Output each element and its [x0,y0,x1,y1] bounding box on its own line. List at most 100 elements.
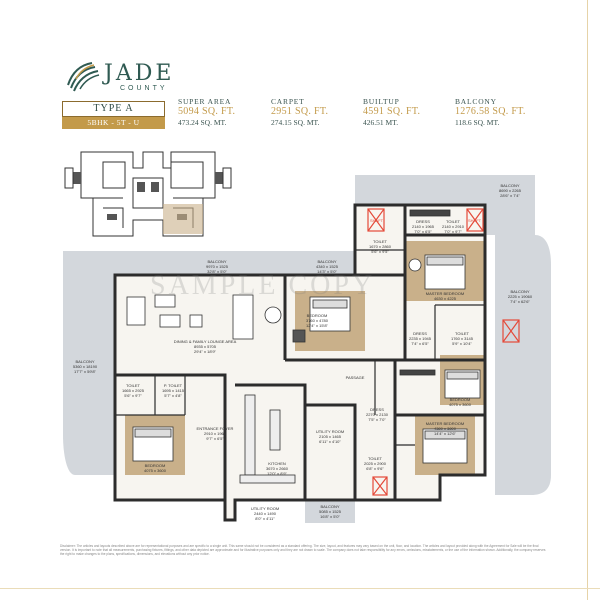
balcony-left-label: BALCONY [75,359,94,364]
balcony-right-label: BALCONY [510,289,529,294]
ptoilet-label: P. TOILET [164,383,183,388]
balcony-top-right-imp: 28'6" x 7'4" [500,193,520,198]
dining-dim: 8935 x 5705 [194,344,217,349]
kitchen-label: KITCHEN [268,461,286,466]
balcony-left-imp: 17'7" x 59'8" [74,369,97,374]
master-bed-top-label: MASTER BEDROOM [426,291,464,296]
balcony-right-imp: 7'4" x 62'6" [510,299,530,304]
dining-label: DINING & FAMILY LOUNGE AREA [174,339,237,344]
wall-utility [305,403,357,500]
ptoilet-imp: 5'7" x 4'8" [164,393,182,398]
toilet-top-dim: 1670 x 2860 [369,244,392,249]
bedroom-mid-label: BEDROOM [307,313,328,318]
foyer-imp: 9'7" x 6'5" [206,436,224,441]
balcony-bottom-label: BALCONY [320,504,339,509]
dress-right-dim: 2235 x 1945 [409,336,432,341]
dress-right-label: DRESS [413,331,427,336]
balcony-left-area [63,251,115,475]
toilet-left-dim: 1665 x 2925 [122,388,145,393]
passage-label: PASSAGE [346,375,365,380]
ptoilet-dim: 1695 x 1415 [162,388,185,393]
stat-sqmt: 473.24 SQ. MT. [178,118,227,127]
stat-builtup: BUILTUP 4591 SQ. FT. 426.51 MT. [363,97,420,128]
kitchen-furniture [239,394,296,484]
master-bed-bottom-dim: 4380 x 3800 [434,426,457,431]
leaf-logo-icon [67,62,100,92]
bedroom-right-dim: 4075 x 3600 [449,402,472,407]
master-bed-bottom-label: MASTER BEDROOM [426,421,464,426]
toilet-top-label: TOILET [373,239,387,244]
balcony-top-left-imp: 32'8" x 5'0" [207,269,227,274]
unit-configuration: 5BHK - 5T - U [62,117,165,129]
stat-sqft: 2951 SQ. FT. [271,106,329,117]
toilet-top2-dim: 2140 x 2910 [442,224,465,229]
bedroom-mid-dim: 3760 x 4780 [306,318,329,323]
floor-plan: SHAFT SHAFT BALCONY 5360 x 18190 17'7" x… [63,175,551,523]
dress-top-imp: 7'0" x 6'5" [414,229,432,234]
page-edge-line [587,0,588,600]
bedroom-mid-imp: 12'4" x 15'8" [306,323,329,328]
bedroom-left-dim: 4075 x 3600 [144,468,167,473]
master-bed-top-dim: 4630 x 4225 [434,296,457,301]
toilet-top2-imp: 7'0" x 9'7" [444,229,462,234]
wall-left-rooms [115,373,227,500]
toilet-right-imp: 5'9" x 10'4" [452,341,472,346]
stat-sqmt: 274.15 SQ. MT. [271,118,320,127]
key-plan [64,151,232,237]
toilet-top2-label: TOILET [446,219,460,224]
balcony-top-left-label: BALCONY [207,259,226,264]
lounge-furniture [126,294,282,340]
balcony-top-mid-imp: 14'3" x 5'0" [317,269,337,274]
foyer-label: ENTRANCE FOYER [197,426,234,431]
shaft-label: SHAFT [468,218,482,223]
stat-sqmt: 118.6 SQ. MT. [455,118,500,127]
toilet-right-label: TOILET [455,331,469,336]
utility2-label: UTILITY ROOM [251,506,279,511]
dining-imp: 29'4" x 18'9" [194,349,217,354]
toilet-bottom-dim: 2025 x 2900 [364,461,387,466]
stat-sqft: 5094 SQ. FT. [178,106,236,117]
master-bed-bottom-furniture [422,428,468,464]
shaft-label: SHAFT [370,218,384,223]
dress-bottom-dim: 2270 x 2130 [366,412,389,417]
kitchen-dim: 3670 x 2660 [266,466,289,471]
balcony-top-mid-dim: 4340 x 1525 [316,264,339,269]
stat-label: BUILTUP [363,97,400,106]
toilet-bottom-imp: 6'8" x 9'6" [366,466,384,471]
master-bed-bottom-imp: 14'4" x 12'6" [434,431,457,436]
disclaimer-text: Disclaimer: The articles and layouts des… [60,544,546,557]
master-bed-top-furniture [408,209,466,290]
brand-name: JADE [104,61,175,86]
utility1-dim: 2105 x 1465 [319,434,342,439]
balcony-top-right-label: BALCONY [500,183,519,188]
toilet-right-dim: 1760 x 3145 [451,336,474,341]
bedroom-mid-furniture [292,296,351,343]
utility1-label: UTILITY ROOM [316,429,344,434]
balcony-right-area [495,235,551,495]
brand-subtitle: COUNTY [120,85,168,92]
balcony-left-dim: 5360 x 18190 [73,364,98,369]
jade-county-logo: JADE COUNTY [62,55,182,95]
stat-label: BALCONY [455,97,497,106]
sample-copy-watermark: SAMPLE COPY [150,270,376,301]
dress-top-dim: 2140 x 1965 [412,224,435,229]
balcony-top-mid-label: BALCONY [317,259,336,264]
toilet-bottom-label: TOILET [368,456,382,461]
kitchen-imp: 12'0" x 8'9" [267,471,287,476]
dress-bottom-imp: 7'5" x 7'0" [368,417,386,422]
dress-right-imp: 7'4" x 6'5" [411,341,429,346]
utility1-imp: 6'11" x 4'10" [319,439,341,444]
bedroom-right-furniture [399,369,481,399]
bedroom-left-furniture [132,426,174,462]
bedroom-left-label: BEDROOM [145,463,166,468]
stat-sqft: 4591 SQ. FT. [363,106,421,117]
dress-bottom-label: DRESS [370,407,384,412]
toilet-left-imp: 5'6" x 9'7" [124,393,142,398]
balcony-bottom-dim: 5085 x 1525 [319,509,342,514]
balcony-bottom-imp: 16'8" x 5'0" [320,514,340,519]
wall-kitchen [235,383,307,500]
balcony-top-left-dim: 9970 x 1525 [206,264,229,269]
utility2-dim: 2440 x 1490 [254,511,277,516]
toilet-left-label: TOILET [126,383,140,388]
unit-type: TYPE A [62,101,165,117]
